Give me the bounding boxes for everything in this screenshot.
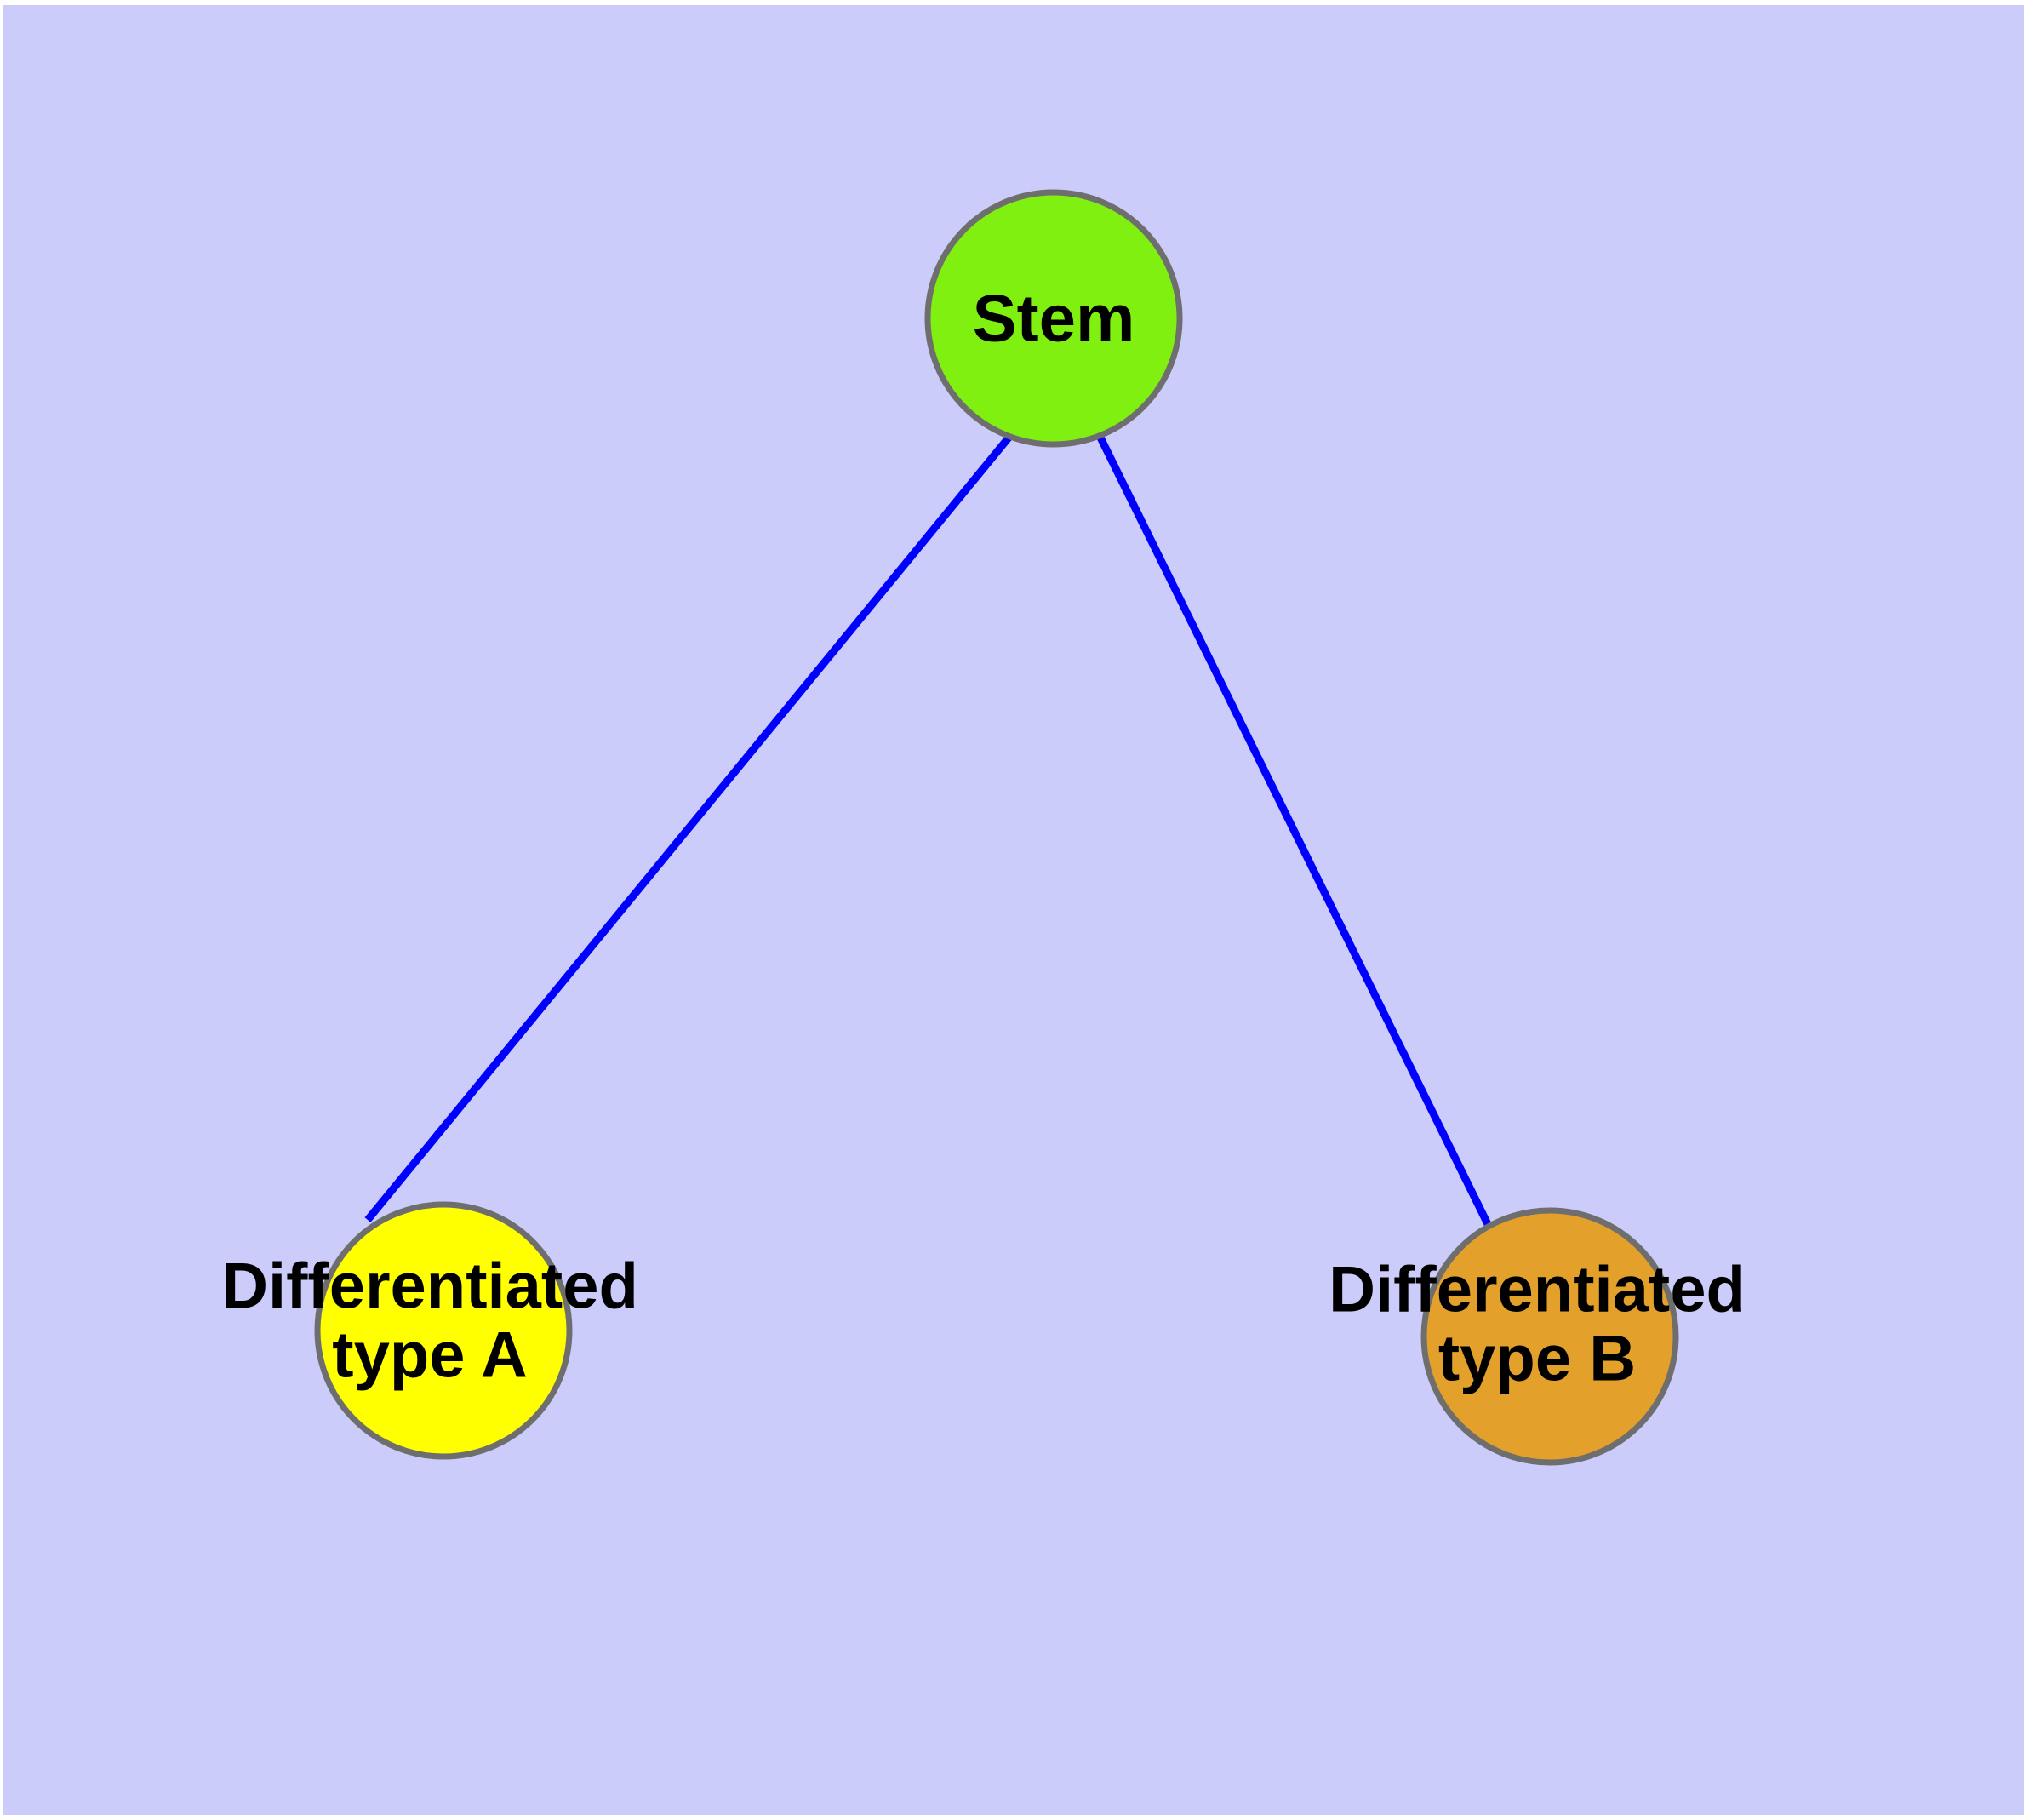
edge-stem-to-differentiated-type-b[interactable]	[1096, 436, 1493, 1228]
node-label-differentiated-type-a: Differentiated type A	[221, 1252, 638, 1389]
node-label-stem-line1: Stem	[972, 280, 1135, 356]
node-differentiated-type-a[interactable]	[314, 1201, 573, 1460]
node-label-stem: Stem	[973, 283, 1135, 354]
node-label-differentiated-type-a-line2: type A	[332, 1319, 528, 1391]
node-label-differentiated-type-b: Differentiated type B	[1329, 1256, 1746, 1393]
node-label-differentiated-type-a-line1: Differentiated	[221, 1250, 638, 1323]
node-differentiated-type-b[interactable]	[1420, 1207, 1679, 1466]
node-group	[314, 189, 1679, 1466]
edge-group	[364, 434, 1493, 1228]
node-stem[interactable]	[924, 189, 1183, 448]
node-label-differentiated-type-b-line1: Differentiated	[1329, 1253, 1746, 1326]
node-label-differentiated-type-b-line2: type B	[1437, 1322, 1637, 1394]
edge-stem-to-differentiated-type-a[interactable]	[364, 434, 1013, 1222]
